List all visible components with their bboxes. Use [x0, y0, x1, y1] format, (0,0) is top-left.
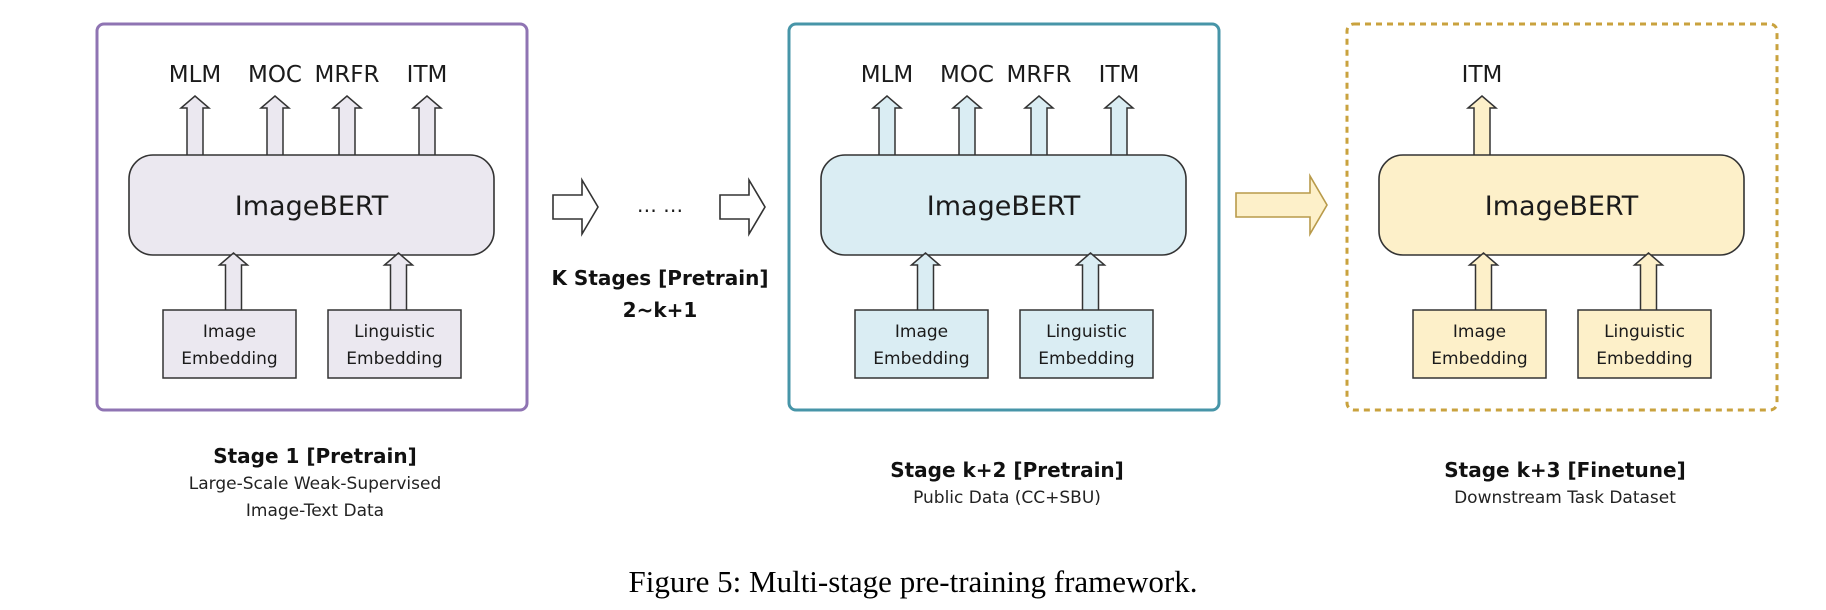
figure-caption: Figure 5: Multi-stage pre-training frame… [628, 564, 1197, 599]
stage-caption-description: Large-Scale Weak-Supervised [189, 474, 441, 494]
embedding-label-line2: Embedding [1431, 349, 1527, 369]
embedding-label-line2: Embedding [1596, 349, 1692, 369]
ellipsis: … … [637, 193, 683, 217]
stage-caption-title: Stage 1 [Pretrain] [213, 444, 417, 468]
up-arrow-icon [1102, 95, 1136, 157]
up-arrow-icon [258, 95, 292, 157]
finetune-arrow-icon [1235, 173, 1328, 237]
output-task-label: MLM [861, 62, 914, 88]
embedding-label-line1: Image [203, 322, 256, 342]
output-task-label: MRFR [1006, 62, 1071, 88]
output-task-label: ITM [1462, 62, 1503, 88]
imagebert-model-block [820, 154, 1187, 256]
embedding-label-line2: Embedding [346, 349, 442, 369]
k-stages-range: 2~k+1 [623, 298, 698, 322]
embedding-label-line1: Image [895, 322, 948, 342]
up-arrow-icon [410, 95, 444, 157]
up-arrow-icon [870, 95, 904, 157]
output-task-label: MRFR [314, 62, 379, 88]
embedding-label-line1: Linguistic [354, 322, 435, 342]
k-stages-title: K Stages [Pretrain] [551, 266, 768, 290]
model-label: ImageBERT [927, 191, 1081, 222]
embedding-label-line2: Embedding [873, 349, 969, 369]
embedding-label-line2: Embedding [1038, 349, 1134, 369]
up-arrow-icon [330, 95, 364, 157]
intermediate-stages: … … K Stages [Pretrain] 2~k+1 [551, 177, 769, 322]
imagebert-model-block [128, 154, 495, 256]
imagebert-model-block [1378, 154, 1745, 256]
output-task-label: MOC [248, 62, 302, 88]
stage-caption-description: Downstream Task Dataset [1454, 488, 1676, 508]
image-embedding-box [162, 309, 297, 379]
image-embedding-box [1412, 309, 1547, 379]
hollow-arrow-icon [719, 177, 766, 237]
output-task-label: MOC [940, 62, 994, 88]
output-task-label: ITM [407, 62, 448, 88]
embedding-label-line1: Linguistic [1046, 322, 1127, 342]
up-arrow-icon [1022, 95, 1056, 157]
hollow-arrow-icon [552, 177, 599, 237]
up-arrow-icon [217, 252, 250, 310]
model-label: ImageBERT [235, 191, 389, 222]
stage-caption-title: Stage k+2 [Pretrain] [890, 458, 1124, 482]
embedding-label-line2: Embedding [181, 349, 277, 369]
output-task-label: MLM [169, 62, 222, 88]
up-arrow-icon [1074, 252, 1107, 310]
output-task-label: ITM [1099, 62, 1140, 88]
up-arrow-icon [909, 252, 942, 310]
image-embedding-box [854, 309, 989, 379]
up-arrow-icon [1467, 252, 1500, 310]
embedding-label-line1: Image [1453, 322, 1506, 342]
up-arrow-icon [1465, 95, 1499, 157]
up-arrow-icon [382, 252, 415, 310]
stage-caption-title: Stage k+3 [Finetune] [1444, 458, 1685, 482]
up-arrow-icon [950, 95, 984, 157]
linguistic-embedding-box [1577, 309, 1712, 379]
stage-caption-description: Image-Text Data [246, 501, 384, 521]
up-arrow-icon [1632, 252, 1665, 310]
linguistic-embedding-box [327, 309, 462, 379]
linguistic-embedding-box [1019, 309, 1154, 379]
stage-caption-description: Public Data (CC+SBU) [913, 488, 1101, 508]
embedding-label-line1: Linguistic [1604, 322, 1685, 342]
model-label: ImageBERT [1485, 191, 1639, 222]
up-arrow-icon [178, 95, 212, 157]
